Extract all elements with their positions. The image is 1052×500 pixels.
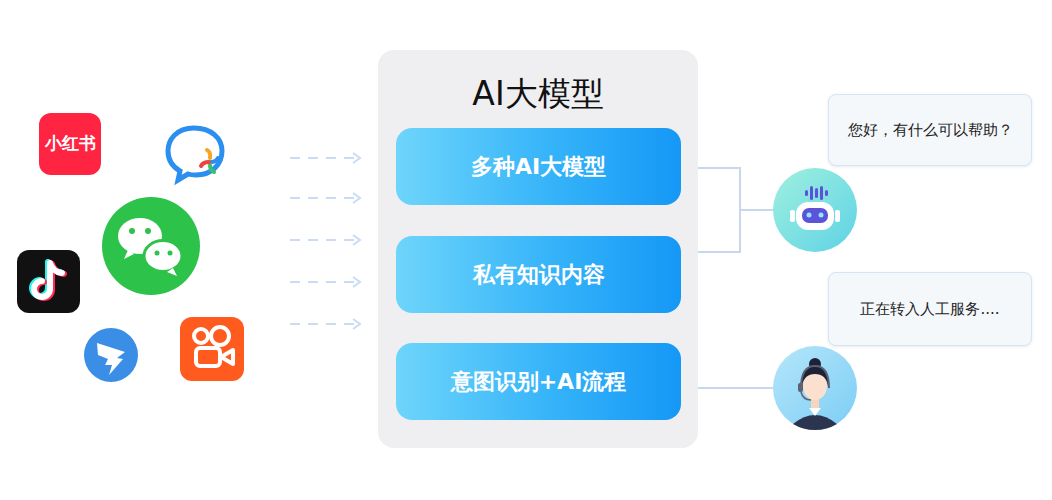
node-text: 正在转入人工服务.... (860, 300, 999, 319)
icon-label: 小红书 (39, 132, 101, 155)
input-arrows (290, 153, 360, 329)
speech-bubble: 您好，有什么可以帮助？ (828, 94, 1032, 166)
robot-avatar (773, 168, 857, 252)
node-text: 您好，有什么可以帮助？ (848, 121, 1013, 140)
wechat-icon (102, 197, 200, 295)
node-text: 私有知识内容 (473, 260, 605, 290)
panel-title: AI大模型 (378, 72, 698, 117)
dashed-arrow (290, 157, 360, 159)
speech-bubble: 正在转入人工服务.... (828, 272, 1032, 346)
dashed-arrow (290, 239, 360, 241)
xiaohongshu-icon (39, 113, 101, 175)
node-text: 多种AI大模型 (471, 152, 606, 182)
arrow-head (353, 153, 360, 163)
agent-avatar (773, 346, 857, 430)
arrow-head (353, 319, 360, 329)
node-text: 意图识别+AI流程 (451, 367, 627, 397)
arrow-head (353, 277, 360, 287)
process-box: 多种AI大模型 (396, 128, 681, 205)
arrow-head (353, 193, 360, 203)
process-box: 私有知识内容 (396, 236, 681, 313)
dashed-arrow (290, 323, 360, 325)
panel: AI大模型多种AI大模型私有知识内容意图识别+AI流程 (378, 50, 698, 448)
wecom-icon (168, 128, 222, 180)
douyin-icon (17, 250, 80, 313)
process-box: 意图识别+AI流程 (396, 343, 681, 420)
robot-line (740, 209, 773, 211)
kuaishou-icon (180, 317, 244, 381)
dingtalk-icon (84, 328, 138, 382)
dashed-arrow (290, 281, 360, 283)
dashed-arrow (290, 197, 360, 199)
arrow-head (353, 235, 360, 245)
